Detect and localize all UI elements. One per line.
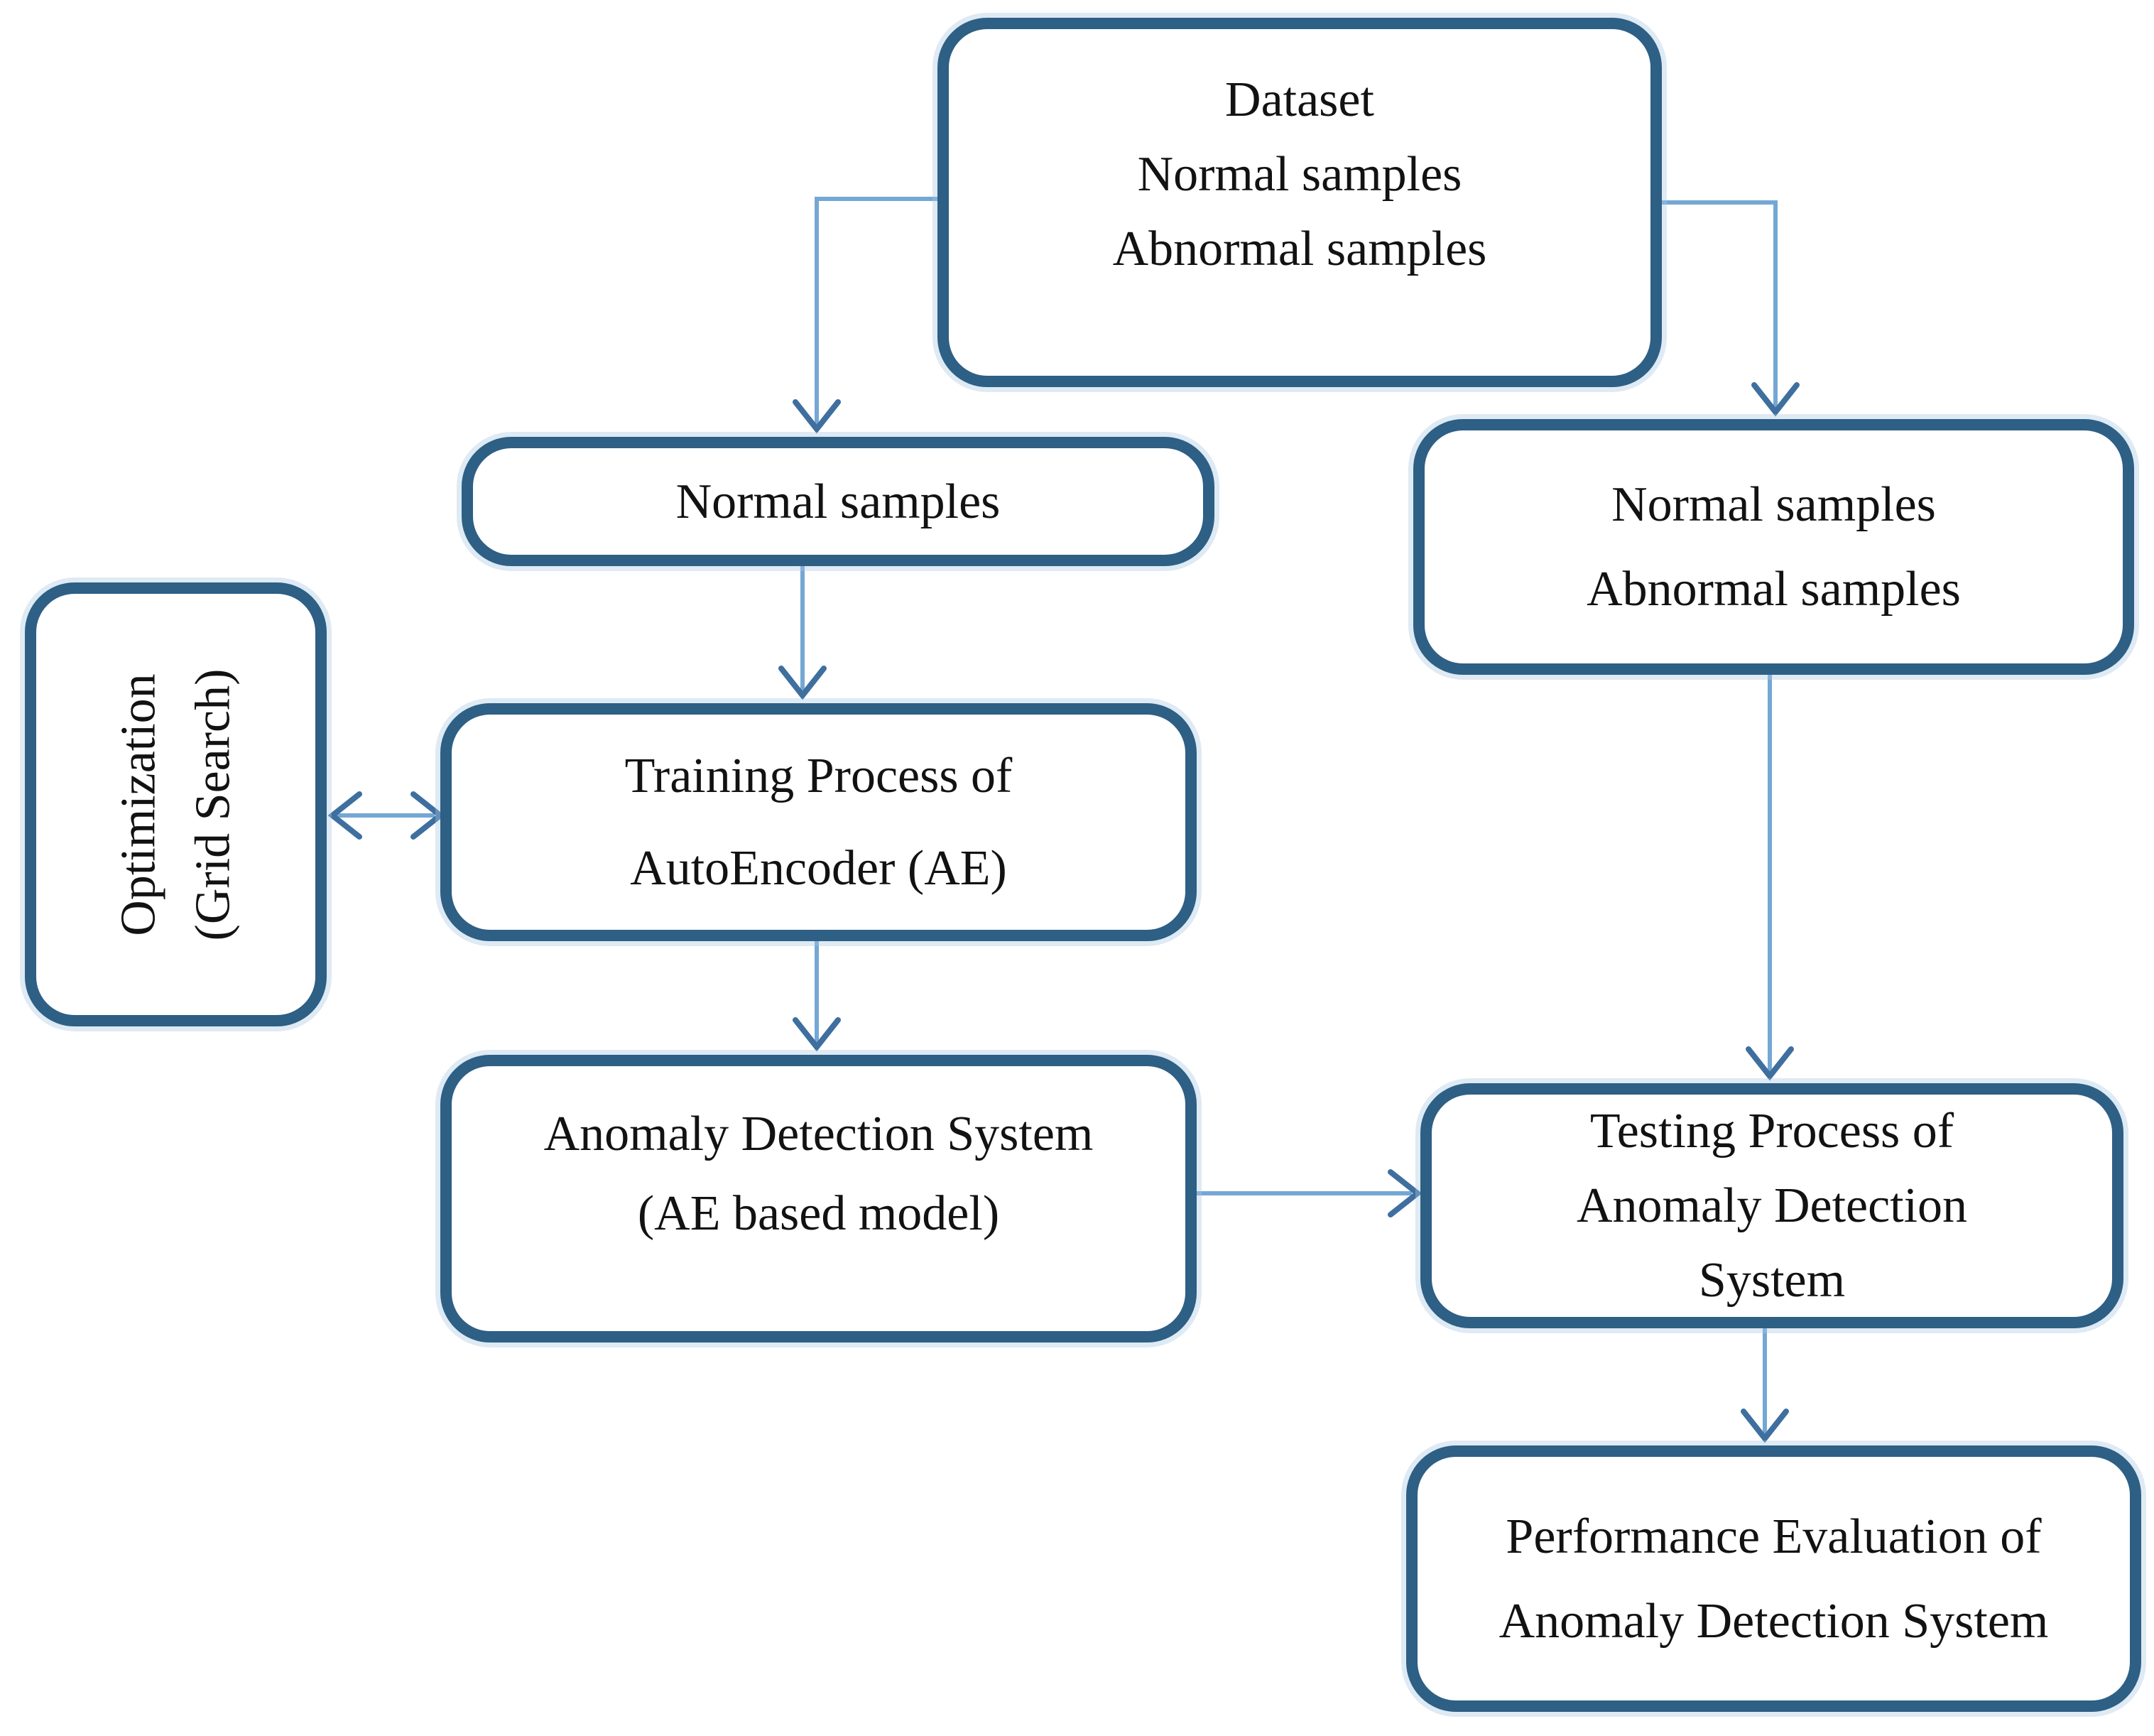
node-anomaly-detection-system: Anomaly Detection System (AE based model…	[440, 1055, 1197, 1342]
connector-dataset-to-normal-samples	[815, 197, 937, 426]
node-testing-label-line2: Anomaly Detection	[1576, 1178, 1968, 1233]
arrowhead-right-training	[410, 791, 445, 840]
arrowhead-right-testing	[1388, 1169, 1423, 1217]
node-training-label-line2: AutoEncoder (AE)	[630, 840, 1007, 896]
node-dataset: Dataset Normal samples Abnormal samples	[937, 18, 1662, 387]
node-dataset-label-line2: Normal samples	[1137, 146, 1462, 202]
node-dataset-label-line1: Dataset	[1225, 72, 1374, 127]
node-optimization-label-line1: Optimization	[111, 673, 166, 936]
node-mixed-samples-label-line2: Abnormal samples	[1587, 562, 1961, 617]
node-dataset-label-line3: Abnormal samples	[1112, 221, 1487, 276]
arrowhead-down-anomaly-detection	[793, 1017, 841, 1052]
node-optimization: Optimization (Grid Search)	[25, 582, 327, 1026]
node-testing-label-line1: Testing Process of	[1589, 1104, 1954, 1159]
node-mixed-samples: Normal samples Abnormal samples	[1413, 419, 2134, 675]
arrowhead-down-testing	[1746, 1046, 1794, 1081]
node-mixed-samples-label-line1: Normal samples	[1611, 477, 1936, 532]
connector-dataset-to-mixed-samples	[1662, 200, 1778, 409]
arrowhead-down-training	[778, 666, 827, 700]
node-training-label-line1: Training Process of	[624, 749, 1013, 803]
node-performance-label-line1: Performance Evaluation of	[1506, 1509, 2042, 1564]
arrowhead-down-normal-samples	[793, 399, 841, 434]
node-testing-label-line3: System	[1698, 1253, 1846, 1308]
node-performance-label-line2: Anomaly Detection System	[1498, 1593, 2049, 1649]
node-optimization-label-line2: (Grid Search)	[185, 668, 241, 940]
node-normal-samples: Normal samples	[462, 437, 1214, 566]
arrowhead-down-mixed-samples	[1751, 382, 1800, 417]
node-training-process: Training Process of AutoEncoder (AE)	[440, 703, 1197, 941]
node-testing-process: Testing Process of Anomaly Detection Sys…	[1420, 1083, 2123, 1328]
arrowhead-down-performance	[1741, 1409, 1789, 1443]
node-optimization-rotated-text: Optimization (Grid Search)	[101, 668, 250, 940]
node-normal-samples-label: Normal samples	[675, 474, 1001, 529]
node-performance-evaluation: Performance Evaluation of Anomaly Detect…	[1406, 1445, 2141, 1712]
node-anomaly-detection-label-line2: (AE based model)	[637, 1186, 1000, 1241]
node-anomaly-detection-label-line1: Anomaly Detection System	[543, 1106, 1094, 1161]
arrowhead-left-optimization	[327, 791, 362, 840]
